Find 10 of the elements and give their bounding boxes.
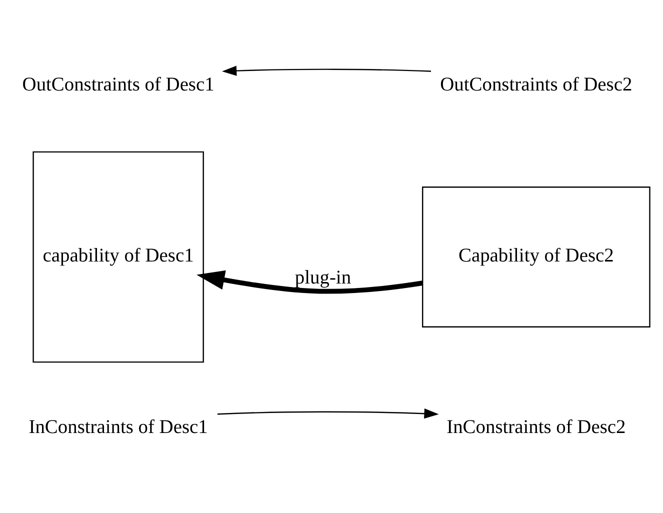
arrow — [217, 408, 439, 418]
node-text: OutConstraints of Desc2 — [440, 74, 632, 95]
node-text: InConstraints of Desc1 — [28, 416, 208, 438]
node-box: capability of Desc1 — [32, 150, 204, 362]
edge-label: plug-in — [294, 266, 352, 288]
arrow — [196, 270, 423, 294]
node-text: OutConstraints of Desc1 — [22, 74, 214, 95]
node-box: Capability of Desc2 — [422, 186, 650, 327]
node-text: InConstraints of Desc2 — [446, 416, 626, 438]
arrow — [222, 65, 431, 76]
